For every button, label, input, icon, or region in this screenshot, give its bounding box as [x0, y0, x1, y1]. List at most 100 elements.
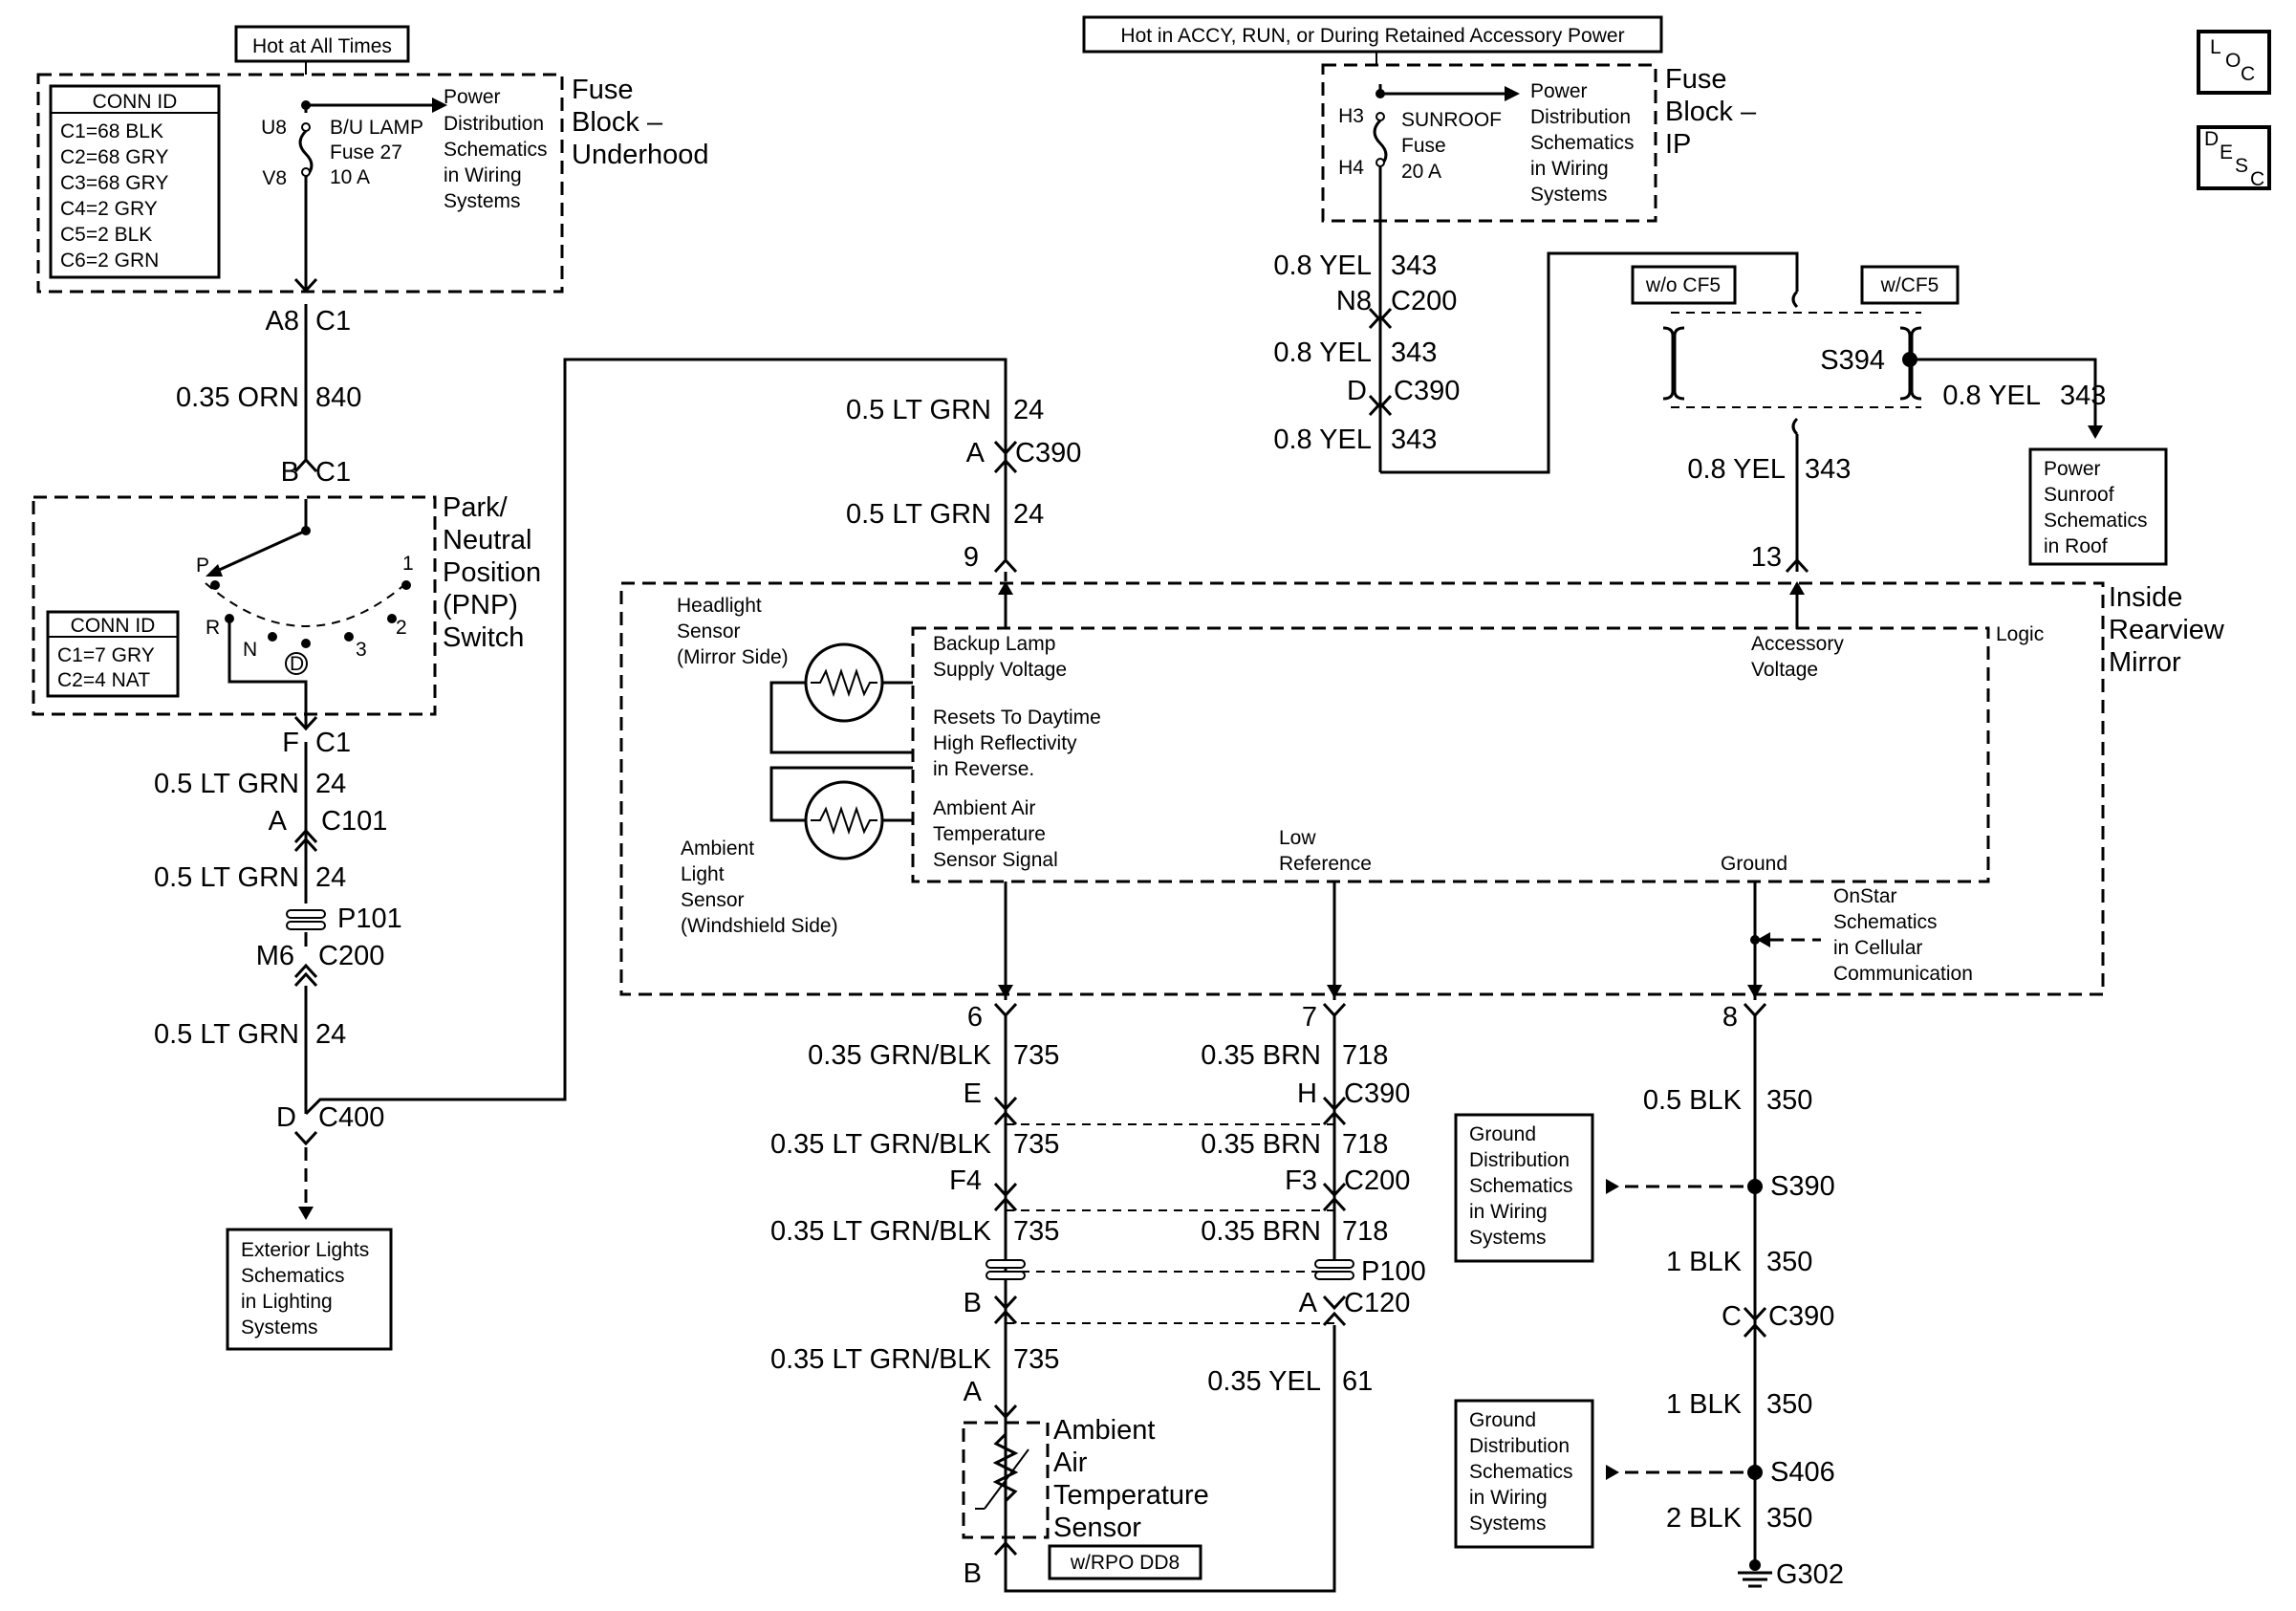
pass-through-grommet-icon	[286, 909, 326, 919]
wire-spec: 0.5 LT GRN	[154, 769, 299, 799]
pass-through-grommet-icon	[1314, 1259, 1354, 1269]
sensor-label: Sensor	[681, 889, 745, 911]
ref-text: Schematics	[1833, 911, 1938, 933]
switch-position: 1	[402, 553, 414, 575]
logic-text: High Reflectivity	[933, 732, 1077, 754]
fuse-label: Fuse	[1401, 135, 1446, 157]
loc-letter: L	[2210, 36, 2221, 58]
wire-spec: 0.5 LT GRN	[846, 395, 991, 425]
logic-text: Ambient Air	[933, 797, 1035, 819]
connector-pin: A8	[266, 306, 299, 337]
connector-pin: F	[282, 728, 299, 758]
connector-pin: C	[1722, 1301, 1742, 1332]
switch-arm-icon	[206, 564, 223, 577]
exterior-lights-ref-box	[226, 1228, 393, 1351]
conn-id-row: C2=4 NAT	[57, 669, 150, 691]
logic-text: Temperature	[933, 823, 1046, 845]
connector-id: C1	[315, 457, 351, 488]
conn-id-row: C5=2 BLK	[60, 224, 152, 246]
wire-circuit: 24	[315, 1019, 346, 1050]
wire-circuit: 735	[1013, 1129, 1059, 1160]
connector-pin: F4	[949, 1165, 982, 1196]
mirror-pin: 6	[967, 1002, 983, 1033]
ref-text: Schematics	[2044, 510, 2148, 532]
wire-circuit: 350	[1766, 1085, 1812, 1116]
wire-circuit: 735	[1013, 1040, 1059, 1071]
ref-text: Ground	[1469, 1409, 1536, 1431]
connector-pin: B	[281, 457, 299, 488]
component-title: (PNP)	[443, 590, 518, 620]
wire-spec: 0.35 ORN	[176, 382, 299, 413]
splice-s406	[1747, 1465, 1763, 1480]
wire-spec: 0.35 BRN	[1201, 1216, 1321, 1247]
connector-pin: E	[964, 1078, 982, 1109]
arrow-right-icon	[1505, 86, 1520, 101]
low-reference-circuit: 7 0.35 BRN 718 H C390 0.35 BRN 718 F3 C2…	[1201, 1002, 1425, 1397]
option-rpo-dd8	[1048, 1544, 1202, 1580]
wire-spec: 0.35 BRN	[1201, 1040, 1321, 1071]
inside-rearview-mirror: Inside Rearview Mirror Logic Headlight S…	[619, 581, 2225, 1000]
wire-circuit: 350	[1766, 1389, 1812, 1420]
pass-through-label: P100	[1361, 1256, 1426, 1287]
wire-spec: 0.35 GRN/BLK	[808, 1040, 991, 1071]
logic-text: Supply Voltage	[933, 659, 1067, 681]
ref-text: Sunroof	[2044, 484, 2114, 506]
switch-position: 3	[356, 639, 367, 661]
arrow-down-icon	[2088, 425, 2103, 439]
splice-s390	[1747, 1179, 1763, 1194]
wire-spec: 0.35 LT GRN/BLK	[770, 1216, 992, 1247]
connector-id: C120	[1344, 1288, 1410, 1318]
wire-spec: 0.5 BLK	[1643, 1085, 1743, 1116]
component-title: Ambient	[1053, 1415, 1155, 1446]
component-title: Block –	[1665, 97, 1757, 127]
component-title: Park/	[443, 492, 509, 523]
logic-text: Ground	[1721, 853, 1787, 875]
wire-spec: 0.8 YEL	[1273, 425, 1372, 455]
ref-text: Power	[444, 86, 501, 108]
wire-circuit: 24	[315, 862, 346, 893]
wire-circuit: 350	[1766, 1247, 1812, 1277]
logic-text: Voltage	[1751, 659, 1818, 681]
loc-button[interactable]: L O C	[2197, 30, 2271, 95]
hot-in-accy-label: Hot in ACCY, RUN, or During Retained Acc…	[1120, 25, 1624, 47]
conn-id-row: C1=68 BLK	[60, 120, 163, 142]
mirror-pin: 8	[1722, 1002, 1738, 1033]
sensor-label: (Windshield Side)	[681, 915, 838, 937]
ref-text: Schematics	[444, 139, 548, 161]
wire-circuit: 350	[1766, 1503, 1812, 1534]
logic-label: Logic	[1996, 623, 2044, 645]
ref-text: in Wiring	[444, 164, 522, 186]
ref-text: Distribution	[1469, 1149, 1570, 1171]
conn-id-row: C2=68 GRY	[60, 146, 168, 168]
pass-through-grommet-icon	[986, 1259, 1026, 1269]
wire-spec: 2 BLK	[1666, 1503, 1743, 1534]
desc-button[interactable]: D E S C	[2197, 125, 2271, 190]
switch-position: 2	[396, 617, 407, 639]
arrow-down-icon	[298, 1207, 314, 1220]
component-title: Block –	[572, 107, 663, 138]
ref-text: in Wiring	[1530, 158, 1609, 180]
desc-letter: C	[2250, 168, 2264, 190]
arrow-left-icon	[1606, 1179, 1619, 1194]
ref-text: Distribution	[1469, 1435, 1570, 1457]
component-title: Position	[443, 557, 541, 588]
mirror-pin: 7	[1302, 1002, 1317, 1033]
fuse-label: Fuse 27	[330, 142, 402, 163]
connector-pin: B	[964, 1558, 982, 1589]
wire-circuit: 718	[1342, 1216, 1388, 1247]
ref-text: Schematics	[1469, 1461, 1573, 1483]
arrow-up-icon	[998, 581, 1013, 595]
wire-circuit: 343	[1805, 454, 1851, 485]
conn-id-row: C6=2 GRN	[60, 250, 159, 272]
left-circuit: A8 C1 0.35 ORN 840 B C1	[176, 176, 361, 488]
component-title: Underhood	[572, 140, 709, 170]
hot-at-all-times-label: Hot at All Times	[252, 35, 392, 57]
power-sunroof-ref-box	[2028, 447, 2168, 566]
component-title: Rearview	[2109, 615, 2225, 645]
ref-text: Power	[2044, 458, 2101, 480]
connector-pin: A	[269, 806, 288, 837]
ref-text: Exterior Lights	[241, 1239, 369, 1261]
logic-text: Backup Lamp	[933, 633, 1055, 655]
connector-pin: A	[966, 438, 986, 468]
